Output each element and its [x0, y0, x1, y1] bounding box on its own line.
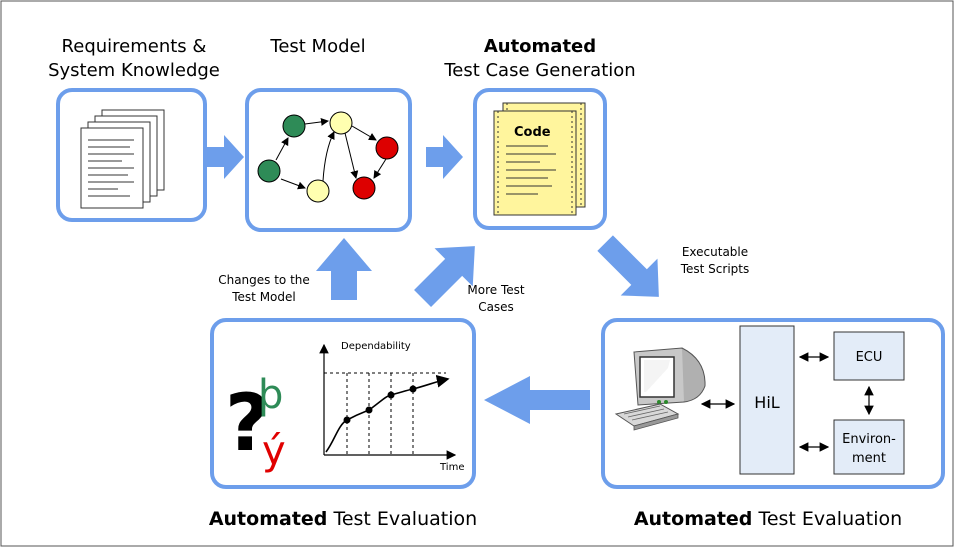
executable-label-line1: Executable: [682, 245, 748, 259]
state-node-red: [375, 136, 399, 160]
more-label-line2: Cases: [478, 300, 514, 314]
evaluation-right-box: HiL ECU Environ- ment: [601, 318, 945, 489]
evaluation-right-caption-rest: Test Evaluation: [757, 508, 902, 530]
state-graph: [257, 111, 399, 203]
more-label-line1: More Test: [467, 283, 524, 297]
chart-x-label: Time: [439, 462, 464, 473]
dependability-chart: Dependability Time: [319, 341, 464, 473]
evaluation-right-caption: Automated Test Evaluation: [634, 508, 902, 530]
arrow-evaluation-to-model: [316, 238, 372, 300]
arrow-hil-to-evaluation: [484, 376, 590, 424]
code-document-icon: Code: [493, 102, 586, 216]
documents-icon: [80, 109, 165, 209]
chart-point: [343, 416, 351, 424]
evaluation-left-box: ? þ ý Dependability Time: [210, 318, 476, 489]
hil-label: HiL: [754, 393, 779, 412]
arrow-generation-to-hil: [597, 235, 659, 297]
check-glyph: þ: [258, 372, 283, 418]
hil-block: [739, 325, 795, 475]
state-node-red: [352, 176, 376, 200]
requirements-title-line2: System Knowledge: [48, 60, 220, 81]
generation-title-bold: Automated: [484, 36, 596, 57]
chart-point: [387, 391, 395, 399]
arrow-evaluation-to-generation: [414, 246, 475, 307]
evaluation-right-caption-bold: Automated: [634, 508, 753, 530]
question-mark-glyph: ?: [225, 379, 270, 469]
chart-point: [365, 406, 373, 414]
test-model-title: Test Model: [269, 36, 365, 57]
ecu-label: ECU: [856, 350, 883, 365]
cross-glyph: ý: [262, 428, 286, 474]
requirements-title-line1: Requirements &: [62, 36, 207, 57]
state-node-green: [257, 159, 281, 183]
chart-y-label: Dependability: [341, 341, 411, 352]
hil-connections: [700, 352, 874, 452]
environment-label-line1: Environ-: [842, 432, 896, 447]
chart-point: [409, 385, 417, 393]
requirements-box: [56, 88, 207, 222]
code-label: Code: [514, 125, 551, 140]
evaluation-left-caption-rest: Test Evaluation: [332, 508, 477, 530]
evaluation-left-caption-bold: Automated: [209, 508, 328, 530]
state-node-yellow: [329, 111, 353, 135]
changes-label-line2: Test Model: [231, 290, 295, 304]
evaluation-left-caption: Automated Test Evaluation: [209, 508, 477, 530]
generation-title-rest: Test Case Generation: [443, 60, 635, 81]
changes-label-line1: Changes to the: [218, 273, 310, 287]
arrow-model-to-generation: [426, 135, 463, 179]
ecu-block: [833, 331, 905, 381]
environment-block: [833, 419, 905, 475]
environment-label-line2: ment: [852, 451, 886, 466]
computer-icon: [614, 347, 706, 431]
state-node-green: [282, 114, 306, 138]
test-model-box: [245, 88, 412, 232]
executable-label-line2: Test Scripts: [680, 262, 750, 276]
arrow-requirements-to-model: [206, 135, 244, 179]
generation-box: Code: [473, 88, 607, 230]
state-node-yellow: [306, 179, 330, 203]
